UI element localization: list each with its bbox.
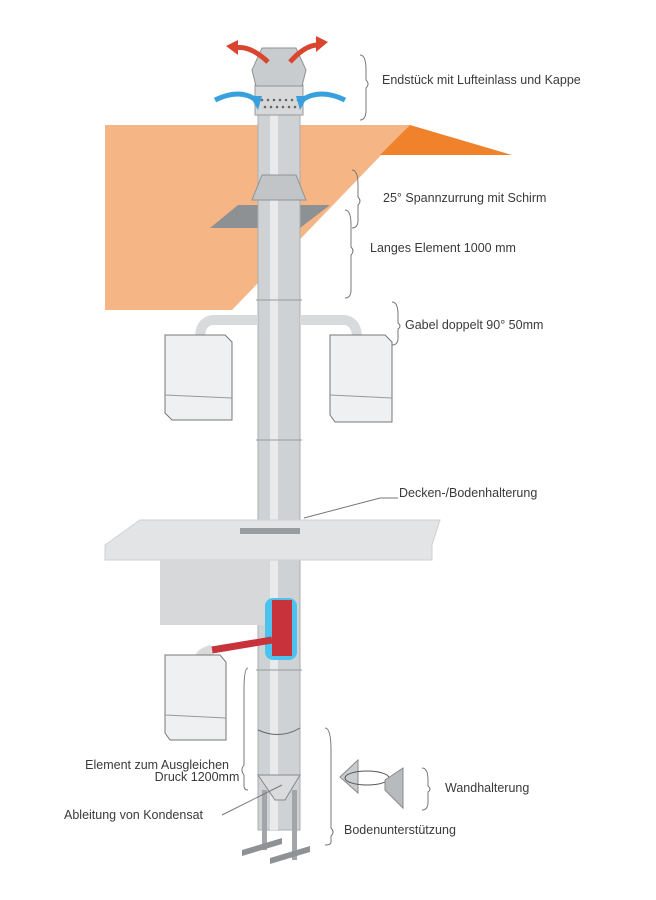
brace (344, 209, 354, 299)
arrow-head (316, 36, 328, 52)
brace (421, 767, 431, 811)
brace (241, 667, 249, 791)
tee-body (272, 600, 292, 656)
boiler-right (329, 334, 393, 423)
floor-support-foot (270, 846, 310, 864)
ceiling-support-bracket (240, 528, 300, 534)
leader-line (221, 784, 283, 816)
arrow-head (250, 96, 262, 110)
intake-arrow-right (300, 91, 347, 103)
label-floor-support: Bodenunterstützung (344, 823, 456, 837)
pipe-highlight (270, 110, 278, 830)
leader-line (303, 497, 398, 519)
roof-edge (380, 125, 512, 155)
brace (324, 727, 334, 846)
boiler-left (164, 334, 233, 421)
label-compensator-line2: Druck 1200mm (155, 770, 240, 784)
label-flashing: 25° Spannzurrung mit Schirm (383, 191, 546, 205)
tee-branch (211, 636, 273, 654)
label-ceiling-support: Decken-/Bodenhalterung (399, 486, 537, 500)
label-compensator-line1: Element zum Ausgleichen (85, 758, 229, 772)
arrow-head (226, 40, 238, 55)
floor-support-foot (242, 838, 282, 856)
brace (391, 301, 401, 346)
label-double-fork: Gabel doppelt 90° 50mm (405, 318, 543, 332)
floor-support-leg (262, 790, 267, 850)
brace (351, 169, 361, 229)
label-terminal: Endstück mit Lufteinlass und Kappe (382, 73, 581, 87)
wall-bracket-illustration (339, 758, 404, 810)
label-condensate: Ableitung von Kondensat (64, 808, 204, 822)
exhaust-arrow-right (288, 42, 319, 64)
label-wall-bracket: Wandhalterung (445, 781, 529, 795)
intake-arrow-left (213, 91, 258, 103)
boiler-lower (164, 654, 227, 741)
floor-support-leg (292, 790, 297, 860)
compensator-clamp (257, 727, 301, 735)
storm-collar (251, 174, 307, 201)
label-long-element: Langes Element 1000 mm (370, 241, 516, 255)
slab-beam (160, 560, 270, 625)
arrow-head (296, 96, 308, 110)
chimney-pipe (257, 109, 301, 831)
brace (359, 54, 369, 121)
ceiling-slab (104, 519, 441, 561)
